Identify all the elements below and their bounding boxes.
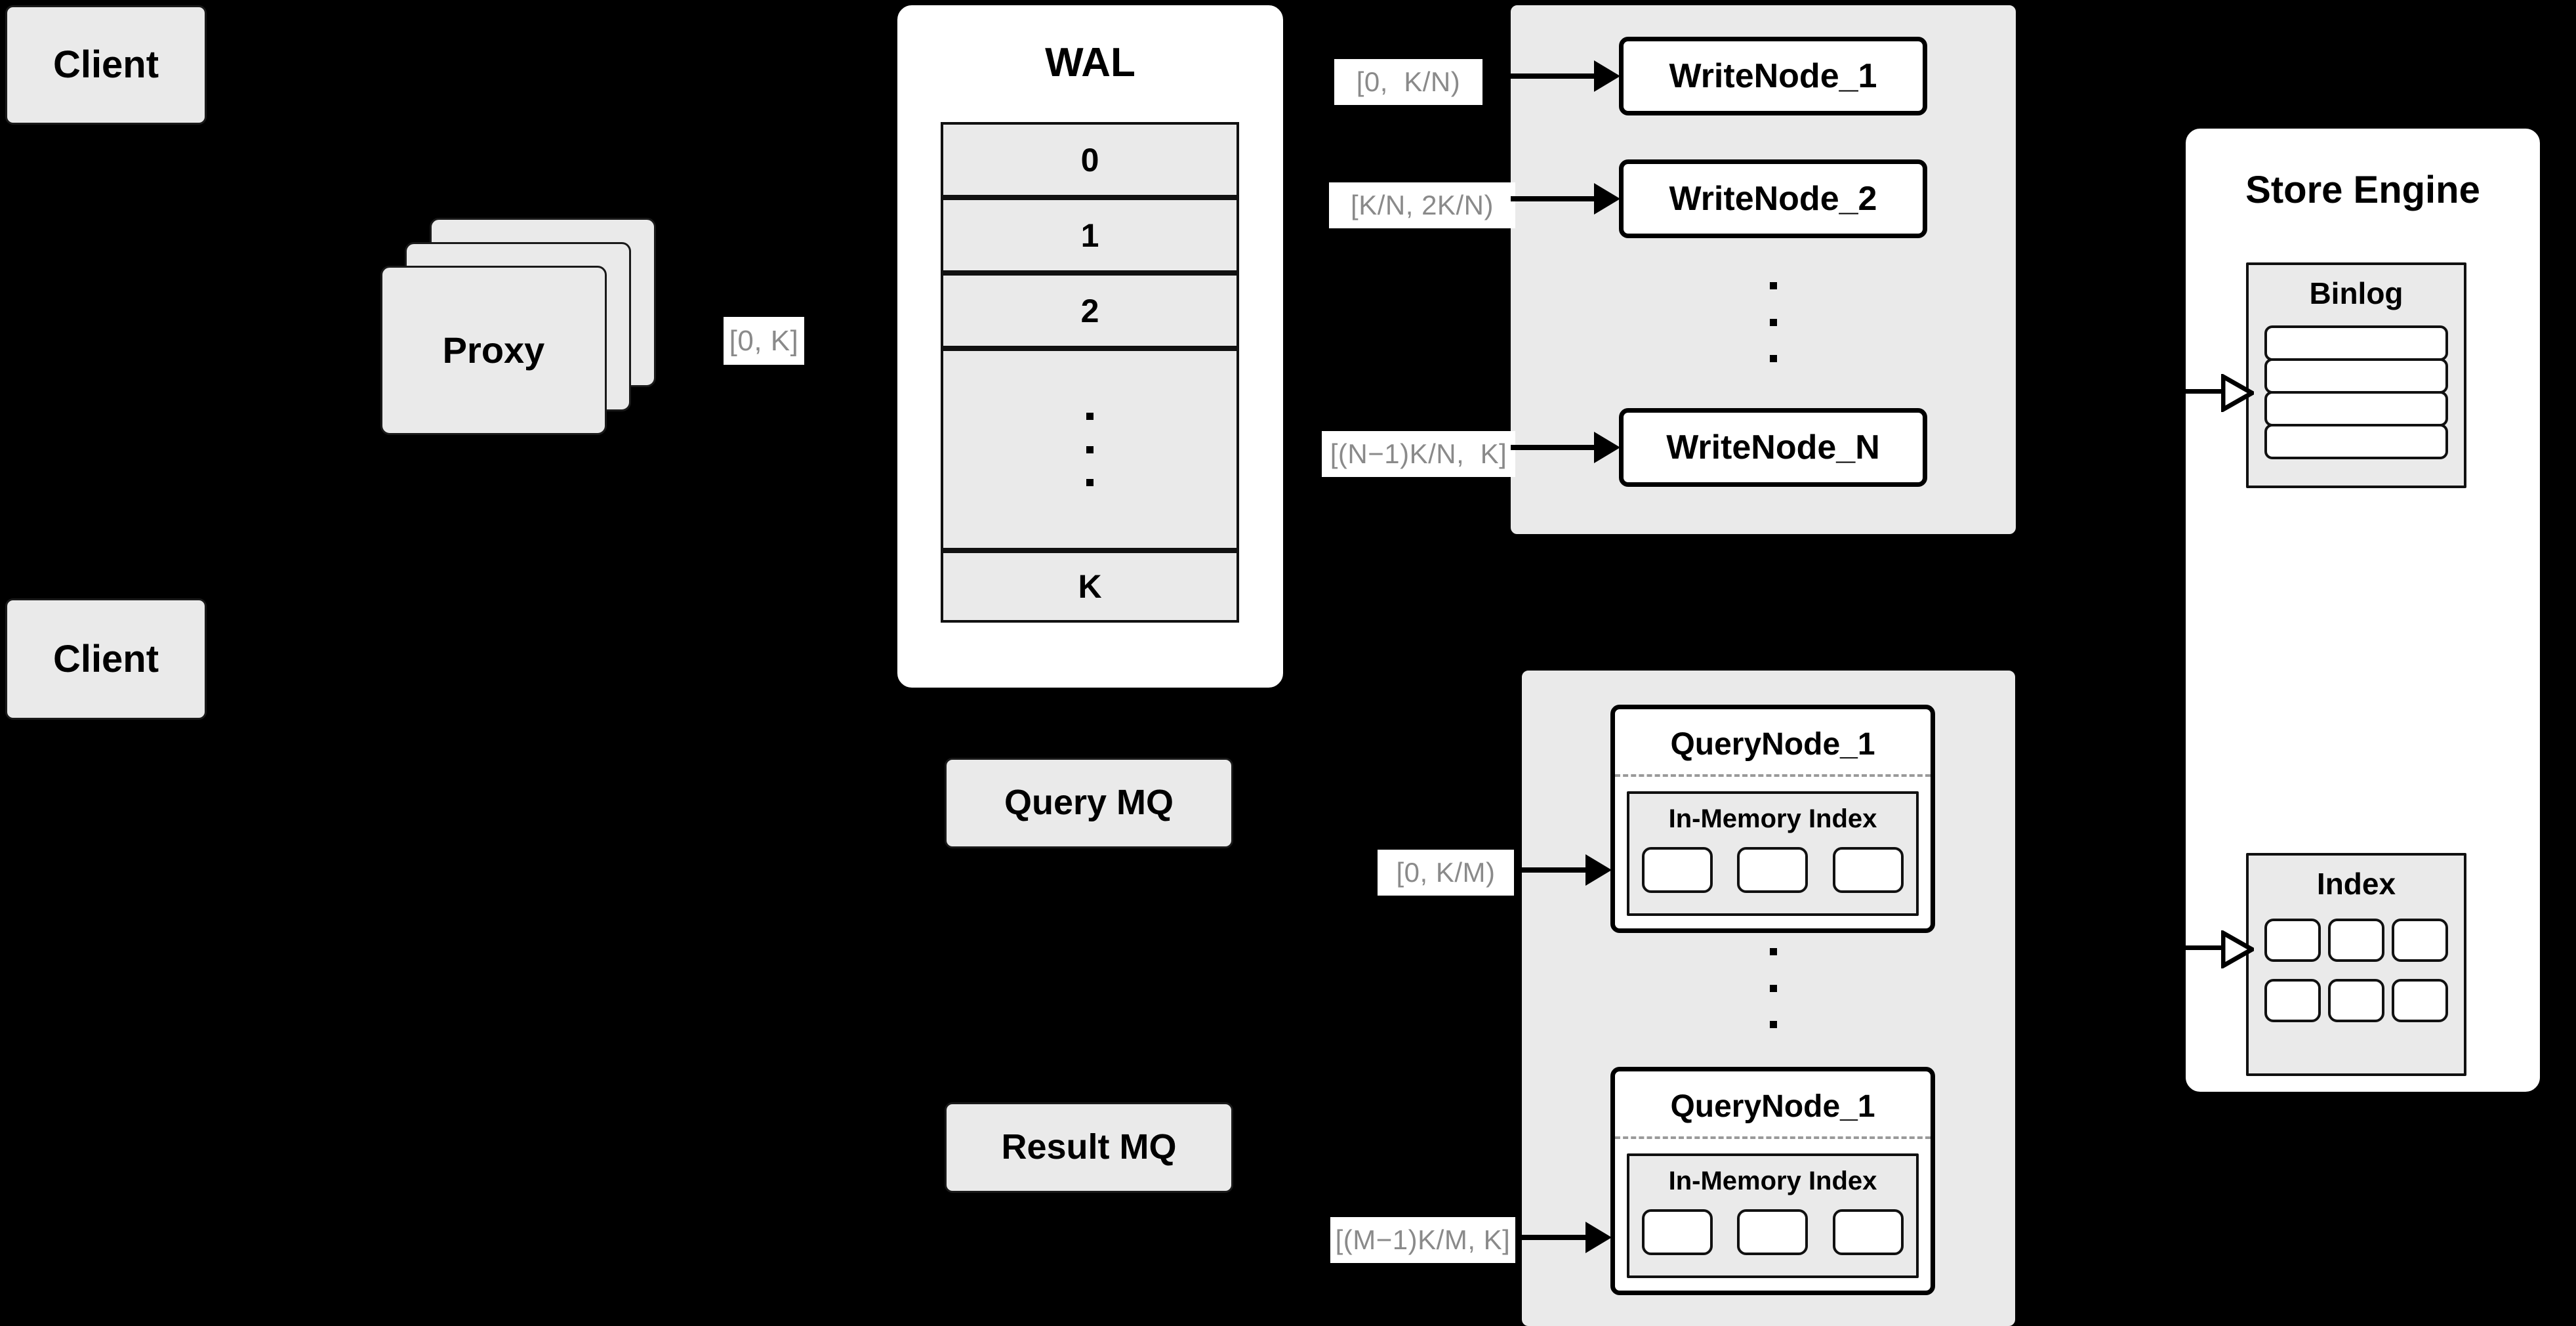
query-node-1-index-segment bbox=[1737, 847, 1809, 893]
write-node-n-arrow-line bbox=[1511, 445, 1603, 450]
write-node-1-label: WriteNode_1 bbox=[1669, 57, 1877, 95]
binlog-row bbox=[2264, 358, 2448, 394]
query-node-m-range-label: [(M−1)K/M, K] bbox=[1330, 1217, 1515, 1263]
write-node-2-label: WriteNode_2 bbox=[1669, 180, 1877, 218]
store-index-arrow-line bbox=[2186, 945, 2226, 950]
write-node-n-arrow-head bbox=[1594, 432, 1620, 463]
query-node-ellipsis-dots bbox=[1769, 948, 1777, 1028]
write-node-2-box[interactable]: WriteNode_2 bbox=[1619, 159, 1927, 238]
store-index-title: Index bbox=[2316, 867, 2396, 901]
query-mq-label: Query MQ bbox=[1004, 783, 1174, 823]
query-node-1-separator bbox=[1615, 774, 1931, 777]
query-node-m-arrow-head bbox=[1585, 1222, 1612, 1253]
binlog-row bbox=[2264, 391, 2448, 426]
result-mq-label: Result MQ bbox=[1001, 1127, 1177, 1167]
store-index-open-arrow-head-icon bbox=[2221, 930, 2254, 968]
binlog-box: Binlog bbox=[2246, 262, 2466, 488]
wal-entry-2: 2 bbox=[941, 273, 1239, 348]
query-node-1-memory-index: In-Memory Index bbox=[1627, 791, 1919, 916]
query-node-m-memory-index: In-Memory Index bbox=[1627, 1153, 1919, 1278]
write-node-n-box[interactable]: WriteNode_N bbox=[1619, 408, 1927, 487]
binlog-row bbox=[2264, 325, 2448, 361]
wal-title: WAL bbox=[1045, 40, 1135, 85]
write-node-2-range-label: [K/N, 2K/N) bbox=[1329, 182, 1515, 228]
query-node-m-separator bbox=[1615, 1136, 1931, 1139]
proxy-range-label: [0, K] bbox=[724, 317, 804, 365]
write-node-2-arrow-line bbox=[1511, 196, 1603, 201]
proxy-box[interactable]: Proxy bbox=[380, 266, 607, 435]
write-node-1-arrow-head bbox=[1594, 60, 1620, 92]
client-box-1[interactable]: Client bbox=[5, 5, 207, 125]
store-index-cell bbox=[2264, 919, 2321, 962]
query-node-1-index-label: In-Memory Index bbox=[1668, 804, 1877, 833]
wal-ellipsis-dots bbox=[1086, 413, 1094, 486]
query-node-1-index-segment bbox=[1833, 847, 1904, 893]
store-index-cell bbox=[2264, 979, 2321, 1022]
write-node-n-label: WriteNode_N bbox=[1666, 428, 1880, 466]
query-mq-box[interactable]: Query MQ bbox=[945, 758, 1233, 848]
write-node-ellipsis-dots bbox=[1769, 282, 1777, 362]
query-node-m-arrow-line bbox=[1522, 1235, 1607, 1240]
store-index-cell bbox=[2392, 919, 2449, 962]
wal-entry-1: 1 bbox=[941, 197, 1239, 273]
query-node-m-index-label: In-Memory Index bbox=[1668, 1167, 1877, 1195]
query-node-m-index-segment bbox=[1833, 1209, 1904, 1255]
client-label-1: Client bbox=[52, 43, 159, 87]
write-node-1-arrow-line bbox=[1511, 73, 1603, 79]
query-node-1-box[interactable]: QueryNode_1 In-Memory Index bbox=[1610, 705, 1935, 933]
wal-ellipsis-cell bbox=[941, 348, 1239, 550]
write-node-1-range-label: [0, K/N) bbox=[1334, 59, 1482, 105]
client-box-2[interactable]: Client bbox=[5, 598, 207, 720]
query-node-1-range-label: [0, K/M) bbox=[1378, 850, 1514, 896]
binlog-title: Binlog bbox=[2309, 276, 2403, 310]
query-node-1-arrow-line bbox=[1522, 867, 1607, 873]
query-node-1-arrow-head bbox=[1585, 854, 1612, 886]
store-index-cell bbox=[2327, 979, 2384, 1022]
binlog-open-arrow-head-icon bbox=[2221, 374, 2254, 412]
store-index-box: Index bbox=[2246, 853, 2466, 1076]
query-node-m-box[interactable]: QueryNode_1 In-Memory Index bbox=[1610, 1067, 1935, 1295]
query-node-m-label: QueryNode_1 bbox=[1670, 1089, 1875, 1124]
proxy-label: Proxy bbox=[442, 329, 545, 371]
binlog-arrow-line bbox=[2186, 389, 2226, 394]
result-mq-box[interactable]: Result MQ bbox=[945, 1102, 1233, 1193]
store-index-cell bbox=[2392, 979, 2449, 1022]
store-index-cell bbox=[2327, 919, 2384, 962]
query-node-1-label: QueryNode_1 bbox=[1670, 727, 1875, 762]
binlog-row bbox=[2264, 424, 2448, 459]
write-node-2-arrow-head bbox=[1594, 183, 1620, 215]
wal-entry-0: 0 bbox=[941, 122, 1239, 197]
store-engine-title: Store Engine bbox=[2245, 169, 2480, 211]
query-node-1-index-segment bbox=[1641, 847, 1713, 893]
wal-entry-k: K bbox=[941, 550, 1239, 623]
query-node-m-index-segment bbox=[1641, 1209, 1713, 1255]
client-label-2: Client bbox=[52, 637, 159, 680]
query-node-m-index-segment bbox=[1737, 1209, 1809, 1255]
write-node-1-box[interactable]: WriteNode_1 bbox=[1619, 37, 1927, 115]
write-node-n-range-label: [(N−1)K/N, K] bbox=[1322, 431, 1515, 477]
